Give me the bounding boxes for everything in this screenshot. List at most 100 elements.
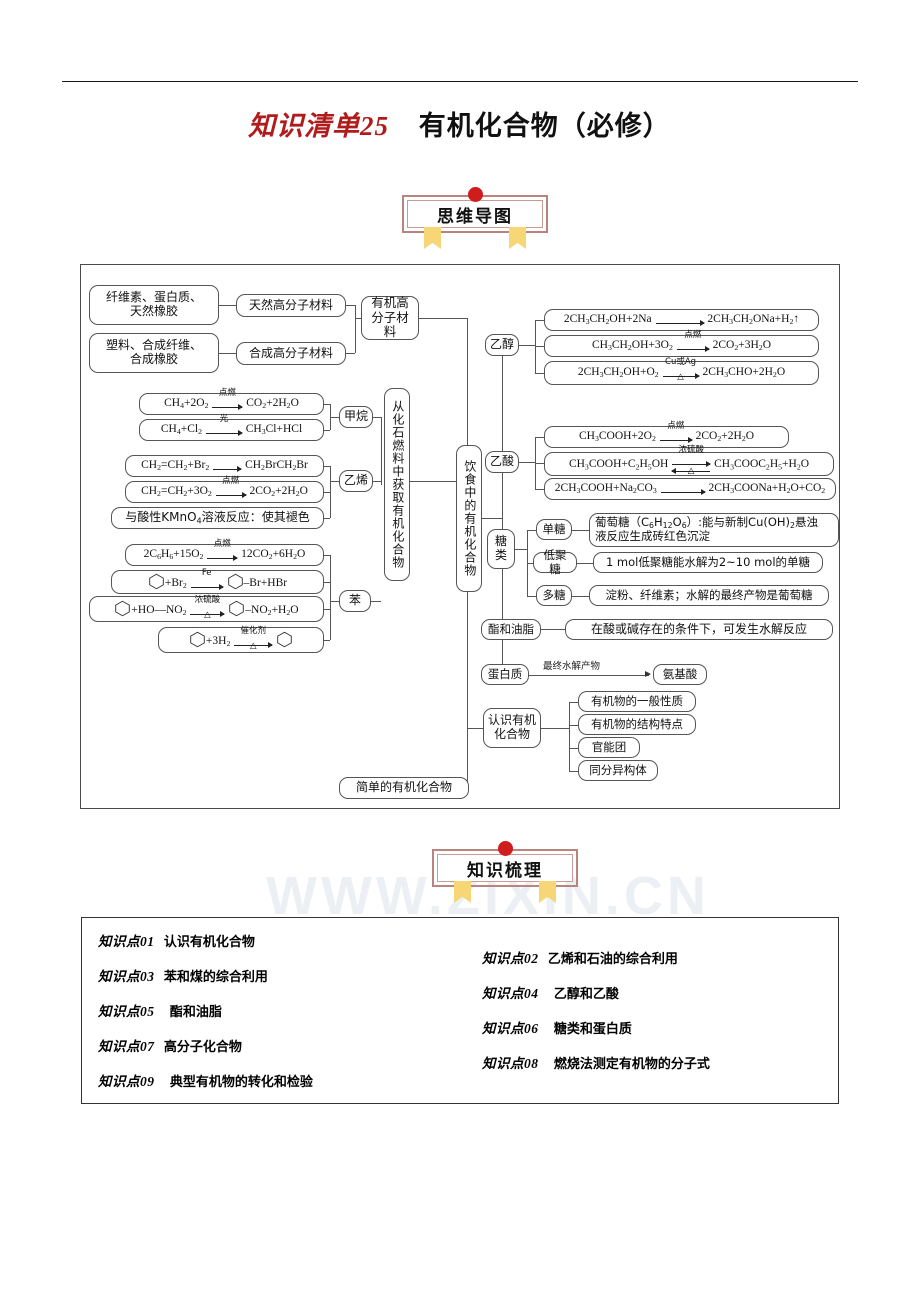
node-synthetic-polymer-items: 塑料、合成纤维、合成橡胶 bbox=[89, 333, 219, 373]
ribbon-right-icon bbox=[509, 227, 526, 249]
knowledge-point-09[interactable]: 知识点09 典型有机物的转化和检验 bbox=[98, 1070, 313, 1090]
connector bbox=[572, 596, 589, 598]
knowledge-point-08[interactable]: 知识点08 燃烧法测定有机物的分子式 bbox=[482, 1052, 710, 1072]
connector bbox=[535, 463, 544, 465]
connector bbox=[502, 340, 504, 670]
connector bbox=[569, 748, 578, 750]
node-recognize-item-0: 有机物的一般性质 bbox=[578, 691, 696, 712]
node-recognize-item-3: 同分异构体 bbox=[578, 760, 658, 781]
node-methane-eq2: CH4+Cl2 光 CH3Cl+HCl bbox=[139, 414, 324, 441]
connector bbox=[519, 345, 535, 347]
banner-review: 知识梳理 bbox=[432, 841, 578, 903]
protein-arrowhead-icon bbox=[645, 670, 651, 677]
knowledge-point-06-title: 糖类和蛋白质 bbox=[553, 1022, 632, 1037]
connector bbox=[371, 601, 381, 603]
node-ethanol-label: 乙醇 bbox=[485, 334, 519, 356]
knowledge-point-07-number: 知识点07 bbox=[98, 1039, 155, 1054]
node-methane-eq1: CH4+2O2 点燃 CO2+2H2O bbox=[139, 388, 324, 415]
knowledge-point-list: 知识点01 认识有机化合物 知识点03 苯和煤的综合利用 知识点05 酯和油脂 … bbox=[81, 917, 839, 1104]
node-synthetic-polymer-label: 合成高分子材料 bbox=[236, 342, 346, 365]
node-recognize-item-2: 官能团 bbox=[578, 737, 640, 758]
page-title-text: 有机化合物（必修） bbox=[418, 111, 671, 141]
connector bbox=[467, 592, 469, 787]
node-acetic-eq3: 2CH3COOH+Na2CO3 2CH3COONa+H2O+CO2 bbox=[544, 478, 836, 500]
knowledge-point-05[interactable]: 知识点05 酯和油脂 bbox=[98, 1000, 222, 1020]
connector bbox=[346, 353, 355, 355]
connector bbox=[330, 466, 332, 518]
connector bbox=[324, 466, 330, 468]
knowledge-point-03-title: 苯和煤的综合利用 bbox=[163, 970, 268, 985]
node-recognize-item-1: 有机物的结构特点 bbox=[578, 714, 696, 735]
banner-dot-icon bbox=[498, 841, 513, 856]
node-sugar-label: 糖类 bbox=[487, 529, 515, 569]
header-rule bbox=[62, 81, 858, 82]
node-benzene-eq4: +3H2 催化剂△ bbox=[158, 626, 324, 653]
knowledge-point-07-title: 高分子化合物 bbox=[163, 1040, 242, 1055]
connector bbox=[324, 430, 330, 432]
connector bbox=[324, 492, 330, 494]
connector bbox=[330, 555, 332, 640]
node-monosaccharide-text: 葡萄糖（C6H12O6）:能与新制Cu(OH)2悬浊液反应生成砖红色沉淀 bbox=[589, 513, 839, 547]
knowledge-point-09-title: 典型有机物的转化和检验 bbox=[169, 1075, 313, 1090]
connector bbox=[346, 305, 355, 307]
node-ethanol-eq1: 2CH3CH2OH+2Na 2CH3CH2ONa+H2↑ bbox=[544, 309, 819, 331]
connector bbox=[535, 346, 544, 348]
knowledge-point-03[interactable]: 知识点03 苯和煤的综合利用 bbox=[98, 965, 268, 985]
banner-mind-map-label: 思维导图 bbox=[437, 207, 513, 227]
knowledge-point-01[interactable]: 知识点01 认识有机化合物 bbox=[98, 930, 255, 950]
node-ethanol-eq3: 2CH3CH2OH+O2 Cu或Ag△ 2CH3CHO+2H2O bbox=[544, 357, 819, 385]
benzene-ring-icon bbox=[148, 573, 165, 590]
connector bbox=[410, 481, 467, 483]
node-natural-polymer-items: 纤维素、蛋白质、天然橡胶 bbox=[89, 285, 219, 325]
connector bbox=[541, 728, 569, 730]
knowledge-point-08-number: 知识点08 bbox=[482, 1056, 539, 1071]
knowledge-point-02[interactable]: 知识点02 乙烯和石油的综合利用 bbox=[482, 947, 678, 967]
knowledge-point-08-title: 燃烧法测定有机物的分子式 bbox=[553, 1057, 710, 1072]
node-acetic-label: 乙酸 bbox=[485, 451, 519, 473]
page-title: 知识清单25 有机化合物（必修） bbox=[248, 104, 671, 143]
connector bbox=[219, 305, 236, 307]
connector bbox=[527, 530, 536, 532]
knowledge-point-05-title: 酯和油脂 bbox=[169, 1005, 222, 1020]
node-recognize-root: 认识有机化合物 bbox=[483, 708, 541, 748]
connector bbox=[535, 437, 544, 439]
connector bbox=[569, 725, 578, 727]
node-simple-compounds: 简单的有机化合物 bbox=[339, 777, 469, 799]
connector bbox=[324, 404, 330, 406]
node-protein-label: 蛋白质 bbox=[481, 664, 529, 685]
connector bbox=[467, 318, 469, 503]
node-oligosaccharide-text: 1 mol低聚糖能水解为2~10 mol的单糖 bbox=[593, 552, 823, 573]
node-methane-label: 甲烷 bbox=[339, 406, 373, 428]
node-ethylene-label: 乙烯 bbox=[339, 470, 373, 492]
knowledge-point-06[interactable]: 知识点06 糖类和蛋白质 bbox=[482, 1017, 632, 1037]
connector bbox=[541, 629, 565, 631]
connector bbox=[527, 563, 533, 565]
connector bbox=[419, 318, 467, 320]
node-organic-polymer-root: 有机高分子材料 bbox=[361, 296, 419, 340]
knowledge-point-02-number: 知识点02 bbox=[482, 951, 539, 966]
connector bbox=[373, 481, 381, 483]
benzene-ring-icon bbox=[114, 600, 131, 617]
connector bbox=[535, 489, 544, 491]
knowledge-point-07[interactable]: 知识点07 高分子化合物 bbox=[98, 1035, 242, 1055]
ribbon-left-icon bbox=[454, 881, 471, 903]
connector bbox=[519, 462, 535, 464]
node-benzene-eq2: +Br2 Fe –Br+HBr bbox=[111, 568, 324, 594]
connector bbox=[355, 318, 361, 320]
connector bbox=[219, 353, 236, 355]
node-ester-label: 酯和油脂 bbox=[481, 619, 541, 640]
connector bbox=[535, 320, 544, 322]
ribbon-left-icon bbox=[424, 227, 441, 249]
knowledge-point-04-title: 乙醇和乙酸 bbox=[553, 987, 619, 1002]
banner-mind-map: 思维导图 bbox=[402, 187, 548, 249]
connector bbox=[467, 728, 483, 730]
knowledge-point-05-number: 知识点05 bbox=[98, 1004, 155, 1019]
node-benzene-label: 苯 bbox=[339, 590, 371, 612]
connector bbox=[324, 518, 330, 520]
node-ethylene-eq1: CH2=CH2+Br2 CH2BrCH2Br bbox=[125, 455, 324, 477]
knowledge-point-04[interactable]: 知识点04 乙醇和乙酸 bbox=[482, 982, 619, 1002]
connector bbox=[569, 702, 571, 771]
connector bbox=[355, 305, 357, 353]
connector bbox=[381, 417, 383, 485]
